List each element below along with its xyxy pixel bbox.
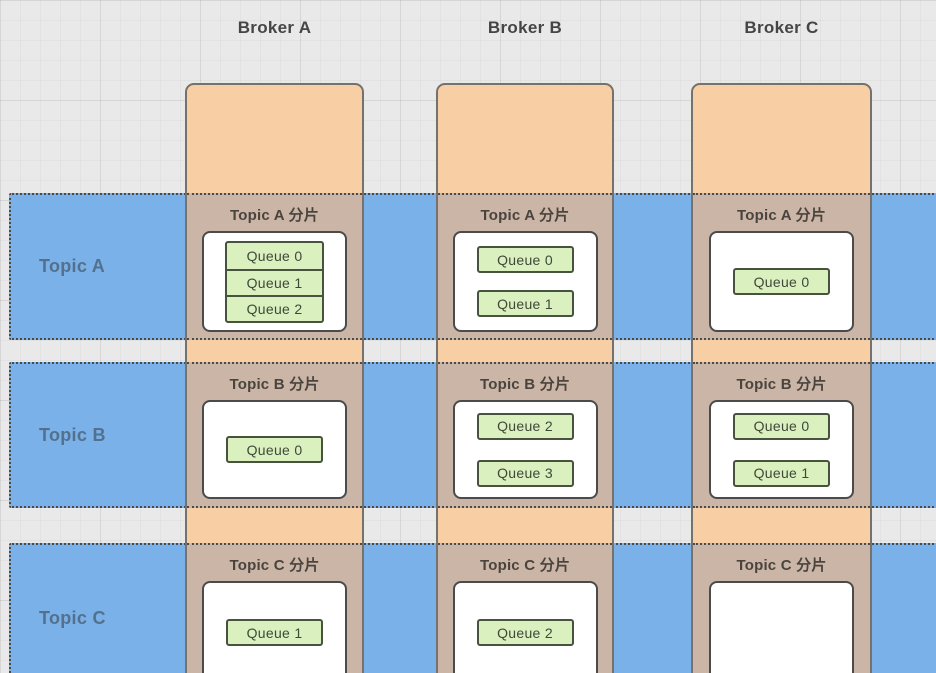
queue-box: Queue 0 <box>733 412 830 440</box>
queue-box: Queue 3 <box>476 459 574 487</box>
queue-box: Queue 0 <box>246 247 303 264</box>
shard-label: Topic A 分片 <box>737 207 826 224</box>
shard-box: Queue 0 Queue 1 <box>452 231 598 332</box>
shard-label: Topic B 分片 <box>479 376 571 393</box>
shard-cell-topic-c-broker-b: Topic C 分片 Queue 2 <box>438 543 612 673</box>
queue-box: Queue 1 <box>733 459 830 487</box>
broker-c-header: Broker C <box>744 18 819 37</box>
queue-box: Queue 2 <box>476 619 574 646</box>
shard-box <box>709 581 854 673</box>
queue-box: Queue 1 <box>227 268 322 295</box>
shard-cell-topic-c-broker-a: Topic C 分片 Queue 1 <box>187 543 362 673</box>
queue-box: Queue 0 <box>226 436 323 463</box>
queue-box: Queue 2 <box>227 294 322 321</box>
shard-cell-topic-b-broker-a: Topic B 分片 Queue 0 <box>187 362 362 508</box>
shard-box: Queue 0 <box>709 231 854 332</box>
shard-label: Topic A 分片 <box>230 207 319 224</box>
shard-cell-topic-a-broker-b: Topic A 分片 Queue 0 Queue 1 <box>438 193 612 340</box>
shard-cell-topic-b-broker-c: Topic B 分片 Queue 0 Queue 1 <box>693 362 870 508</box>
shard-box: Queue 1 <box>202 581 347 673</box>
shard-box: Queue 2 <box>452 581 598 673</box>
queue-box: Queue 1 <box>476 290 574 317</box>
shard-label: Topic A 分片 <box>480 207 570 224</box>
queue-box: Queue 2 <box>476 412 574 440</box>
broker-b-header: Broker B <box>487 18 563 37</box>
shard-box: Queue 0 <box>202 400 347 499</box>
shard-box: Queue 2 Queue 3 <box>452 400 598 499</box>
shard-label: Topic C 分片 <box>479 557 571 574</box>
shard-label: Topic C 分片 <box>736 557 827 574</box>
shard-label: Topic B 分片 <box>736 376 827 393</box>
queue-box: Queue 0 <box>733 268 830 295</box>
shard-label: Topic C 分片 <box>229 557 320 574</box>
queue-box: Queue 0 <box>476 246 574 273</box>
topic-c-label: Topic C <box>39 607 106 628</box>
shard-cell-topic-a-broker-c: Topic A 分片 Queue 0 <box>693 193 870 340</box>
topic-a-label: Topic A <box>39 256 106 276</box>
shard-cell-topic-c-broker-c: Topic C 分片 <box>693 543 870 673</box>
shard-label: Topic B 分片 <box>229 376 320 393</box>
topic-b-label: Topic B <box>39 424 106 445</box>
queue-box: Queue 1 <box>226 619 323 646</box>
shard-box: Queue 0 Queue 1 <box>709 400 854 499</box>
shard-cell-topic-b-broker-b: Topic B 分片 Queue 2 Queue 3 <box>438 362 612 508</box>
broker-a-header: Broker A <box>237 18 312 37</box>
